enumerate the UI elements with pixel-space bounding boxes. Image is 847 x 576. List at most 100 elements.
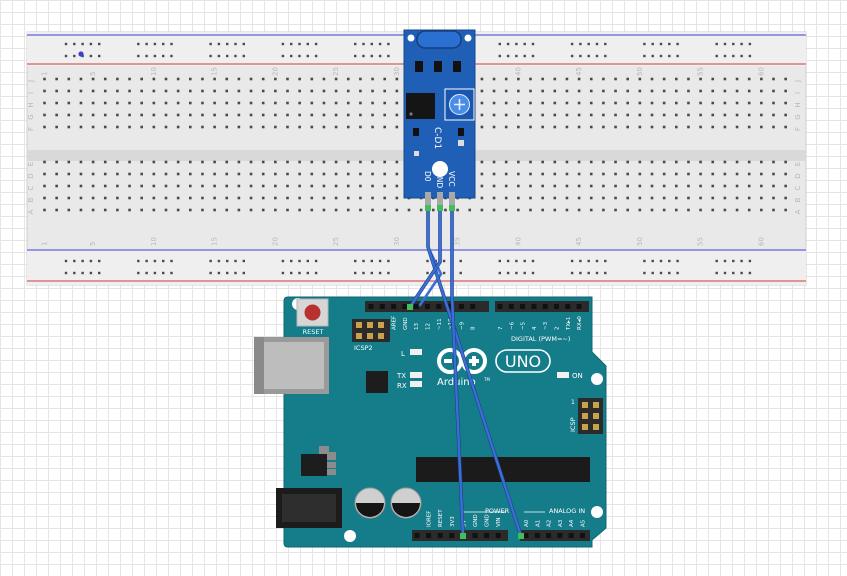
- potentiometer[interactable]: [444, 88, 475, 121]
- breadboard-hole: [79, 208, 83, 212]
- breadboard-hole: [553, 160, 557, 164]
- breadboard-hole: [140, 113, 143, 117]
- breadboard-hole: [43, 184, 46, 188]
- breadboard-hole: [43, 172, 46, 176]
- breadboard-hole: [577, 160, 581, 164]
- row-letter-label: J: [794, 80, 802, 83]
- breadboard-hole: [310, 196, 314, 200]
- breadboard-hole: [747, 89, 751, 93]
- breadboard-hole: [103, 184, 107, 188]
- breadboard-hole: [675, 172, 678, 176]
- breadboard-hole: [322, 208, 326, 212]
- breadboard-hole: [626, 101, 629, 105]
- rail-hole: [506, 54, 510, 58]
- rail-hole: [604, 271, 607, 275]
- breadboard-hole: [43, 125, 46, 129]
- breadboard-hole: [286, 89, 289, 93]
- column-number-label: 55: [697, 237, 705, 246]
- breadboard-hole: [67, 172, 71, 176]
- analog-pin-label: A5: [581, 519, 587, 527]
- breadboard-hole: [626, 172, 629, 176]
- rail-hole: [740, 42, 743, 46]
- sensor-element: [416, 30, 462, 49]
- power-pin-label: RESET: [438, 509, 444, 527]
- sensor-hole-2: [464, 34, 472, 42]
- breadboard-hole: [772, 77, 775, 81]
- breadboard-hole: [67, 113, 71, 117]
- breadboard-hole: [334, 208, 338, 212]
- breadboard-hole: [249, 77, 253, 81]
- rail-hole: [595, 54, 599, 58]
- breadboard-hole: [237, 77, 241, 81]
- breadboard-hole: [747, 208, 751, 212]
- rail-hole: [498, 271, 501, 275]
- breadboard-hole: [760, 113, 763, 117]
- rail-hole: [234, 42, 237, 46]
- breadboard-hole: [346, 196, 350, 200]
- rail-hole: [643, 259, 646, 263]
- wire-end-pin: [407, 304, 413, 310]
- breadboard-hole: [711, 77, 715, 81]
- breadboard-hole: [322, 113, 326, 117]
- rail-hole: [170, 259, 173, 263]
- sensor-small-components: [413, 128, 464, 156]
- breadboard-hole: [128, 125, 131, 129]
- analog-pin-label: A2: [547, 520, 553, 527]
- breadboard-hole: [103, 89, 107, 93]
- breadboard-hole: [614, 125, 617, 129]
- breadboard-hole: [650, 160, 654, 164]
- breadboard-hole: [456, 208, 459, 212]
- breadboard-hole: [602, 113, 605, 117]
- breadboard-hole: [650, 101, 654, 105]
- rail-hole: [442, 259, 446, 263]
- header-socket: [484, 533, 490, 538]
- breadboard-hole: [286, 208, 289, 212]
- sensor-pin-label: VCC: [447, 171, 456, 187]
- breadboard-hole: [723, 160, 727, 164]
- breadboard-hole: [395, 160, 399, 164]
- reset-button[interactable]: [296, 298, 329, 327]
- sensor-top-pads: [415, 61, 461, 72]
- breadboard-hole: [395, 113, 399, 117]
- breadboard-hole: [747, 196, 751, 200]
- breadboard-hole: [322, 89, 326, 93]
- row-letter-label: C: [794, 185, 802, 190]
- header-socket: [437, 533, 443, 538]
- header-socket: [414, 533, 420, 538]
- digital-header-label: DIGITAL (PWM=~): [511, 335, 570, 343]
- breadboard-hole: [675, 77, 678, 81]
- breadboard-hole: [274, 113, 277, 117]
- rail-hole: [523, 54, 526, 58]
- breadboard-hole: [225, 160, 229, 164]
- breadboard-hole: [286, 125, 289, 129]
- rail-hole: [587, 259, 590, 263]
- digital-pin-label: 2: [555, 327, 561, 331]
- rail-hole: [234, 259, 237, 263]
- rail-hole: [162, 54, 165, 58]
- breadboard-hole: [79, 184, 83, 188]
- breadboard-hole: [359, 101, 362, 105]
- breadboard-hole: [261, 101, 265, 105]
- breadboard-hole: [602, 184, 605, 188]
- breadboard-hole: [91, 208, 95, 212]
- breadboard-hole: [735, 208, 739, 212]
- breadboard-hole: [346, 125, 350, 129]
- column-number-label: 30: [393, 237, 401, 246]
- breadboard-hole: [541, 160, 544, 164]
- mount-hole-4: [344, 530, 356, 542]
- uno-badge: [495, 349, 551, 373]
- breadboard-hole: [164, 184, 168, 188]
- digital-pin-label: ~11: [437, 318, 443, 330]
- rail-hole: [290, 259, 293, 263]
- breadboard-hole: [662, 172, 666, 176]
- breadboard-hole: [662, 101, 666, 105]
- breadboard-hole: [517, 160, 520, 164]
- breadboard-hole: [359, 184, 362, 188]
- breadboard-hole: [395, 89, 399, 93]
- breadboard-hole: [687, 125, 690, 129]
- breadboard-hole: [735, 125, 739, 129]
- header-socket: [531, 304, 537, 309]
- breadboard-hole: [699, 196, 702, 200]
- breadboard-hole: [225, 208, 229, 212]
- breadboard-hole: [67, 184, 71, 188]
